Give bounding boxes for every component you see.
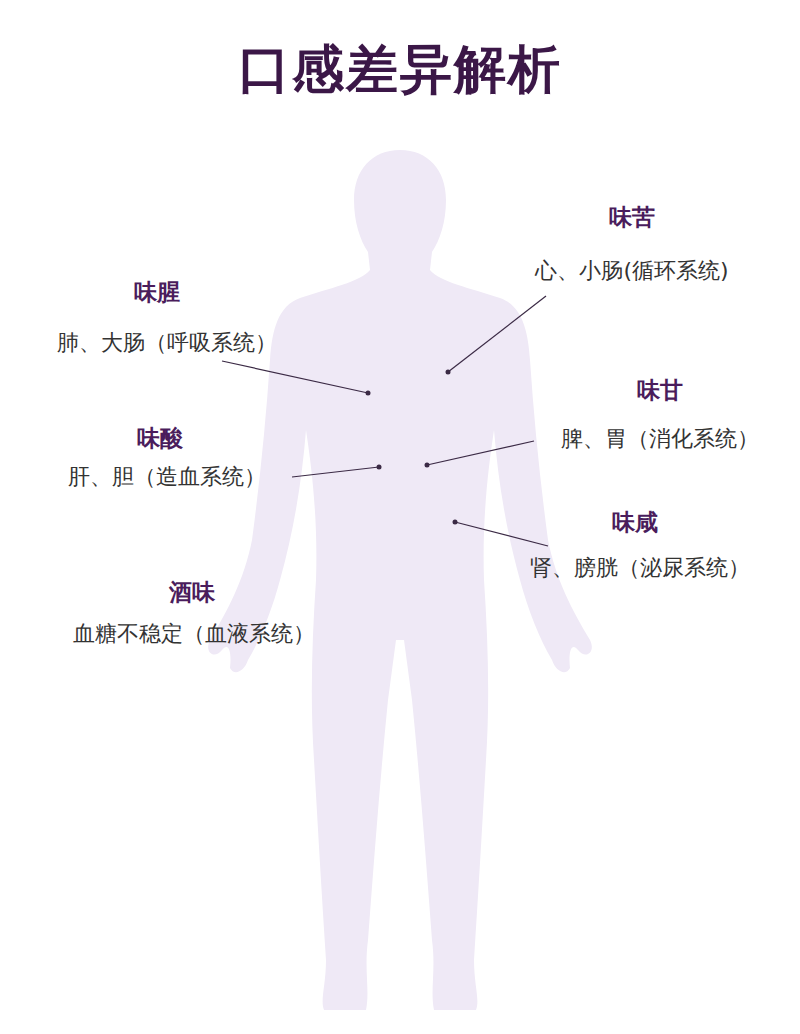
organ-label: 肾、膀胱（泌尿系统） [530, 555, 750, 581]
leader-line [455, 522, 548, 546]
leader-dots [366, 370, 458, 525]
taste-heading: 味酸 [137, 425, 183, 453]
leader-line [448, 296, 546, 372]
leader-line [222, 361, 368, 393]
taste-heading: 味腥 [134, 279, 180, 307]
leader-dot [377, 465, 382, 470]
organ-label: 心、小肠(循环系统) [535, 258, 728, 284]
diagram-title: 口感差异解析 [238, 38, 562, 100]
taste-heading: 味咸 [612, 509, 658, 537]
taste-heading: 味苦 [609, 204, 655, 232]
leader-dot [446, 370, 451, 375]
leader-line [427, 441, 534, 465]
leader-line [292, 467, 379, 477]
organ-label: 肺、大肠（呼吸系统） [57, 330, 277, 356]
leader-dot [453, 520, 458, 525]
leader-dot [425, 463, 430, 468]
organ-label: 血糖不稳定（血液系统） [73, 621, 315, 647]
taste-heading: 味甘 [637, 377, 683, 405]
organ-label: 肝、胆（造血系统） [68, 464, 266, 490]
organ-label: 脾、胃（消化系统） [561, 426, 759, 452]
leader-dot [366, 391, 371, 396]
taste-heading: 酒味 [169, 579, 215, 607]
